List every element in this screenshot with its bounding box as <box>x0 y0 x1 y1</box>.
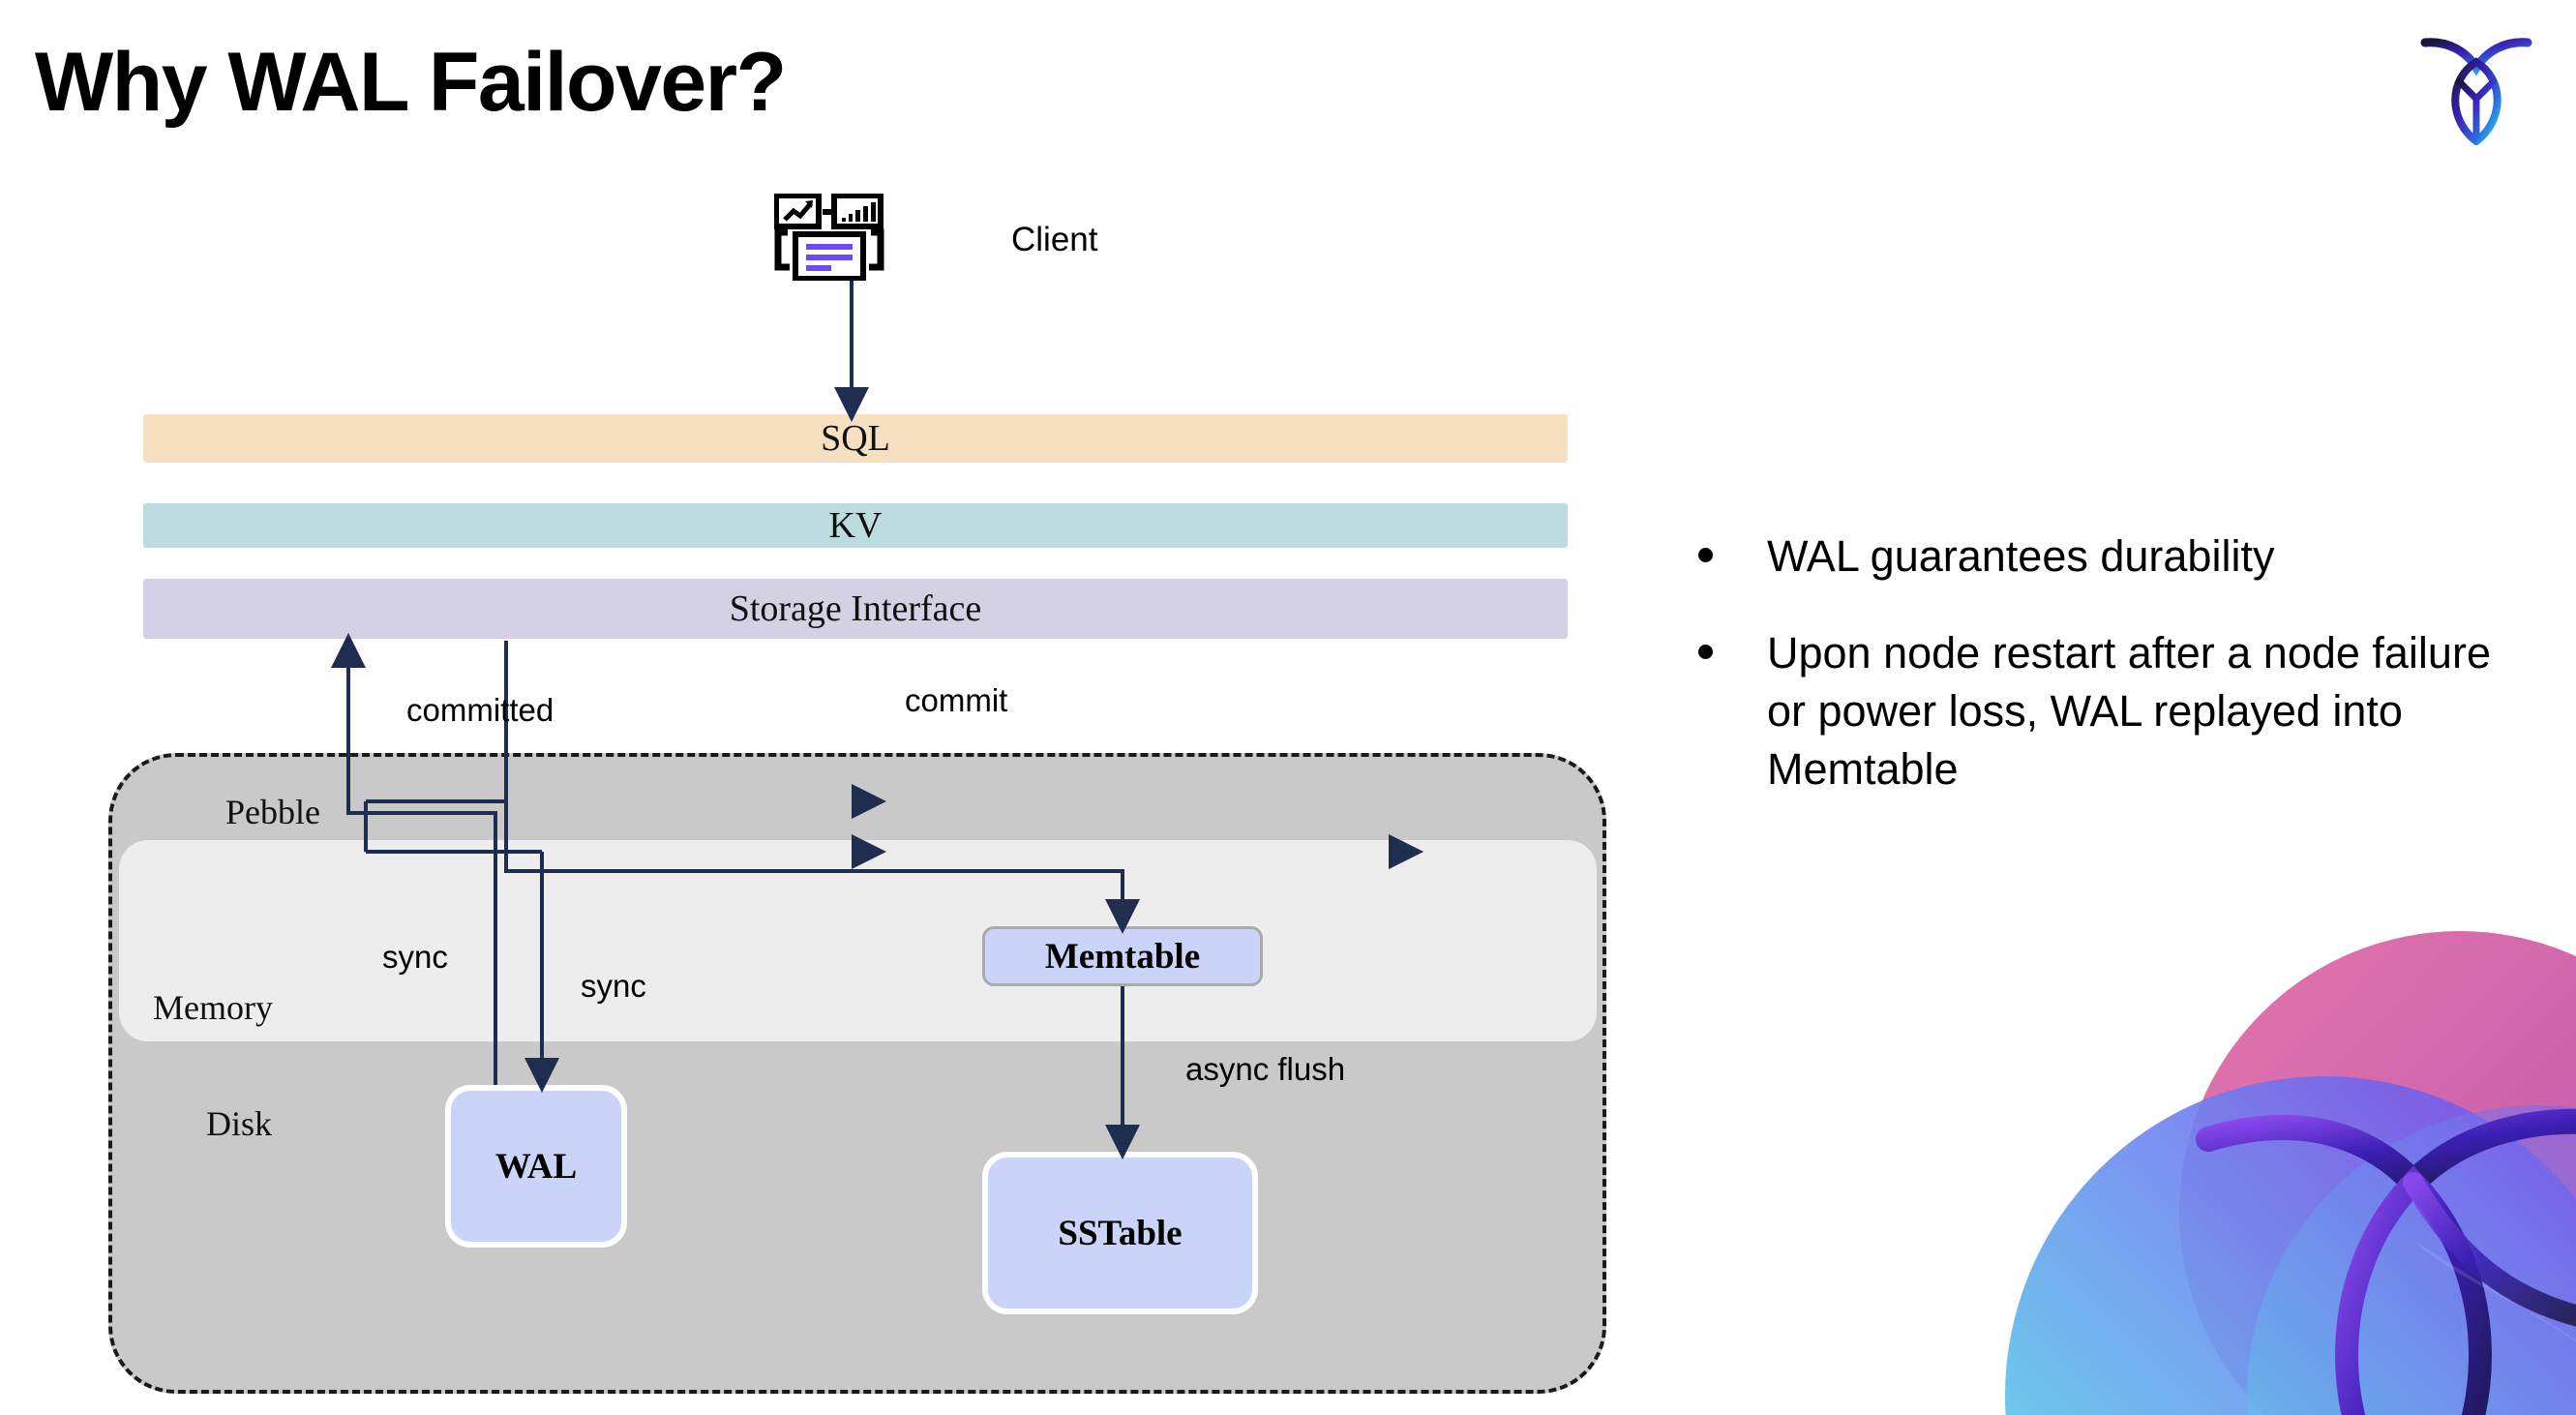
bullet-text: WAL guarantees durability <box>1767 531 2275 581</box>
bullet-text: Upon node restart after a node failure o… <box>1767 627 2491 794</box>
layer-bar-storage-interface: Storage Interface <box>143 579 1568 639</box>
edge-label-sync-2: sync <box>581 968 646 1004</box>
memory-label: Memory <box>153 988 273 1027</box>
list-item: Upon node restart after a node failure o… <box>1698 624 2501 798</box>
bullet-dot-icon <box>1698 644 1713 659</box>
diagram-arrows <box>331 281 1423 1159</box>
node-sstable: SSTable <box>982 1152 1258 1314</box>
layer-label-kv: KV <box>828 505 883 546</box>
decorative-logo-gradient-icon <box>2005 931 2576 1415</box>
edge-commit-stem <box>366 641 508 803</box>
edge-label-async-flush: async flush <box>1185 1051 1346 1087</box>
edge-label-committed: committed <box>406 692 554 728</box>
cockroach-labs-logo-icon <box>2420 38 2532 145</box>
edge-label-commit: commit <box>905 682 1008 718</box>
disk-label: Disk <box>206 1104 273 1143</box>
node-label-sstable: SSTable <box>1058 1213 1183 1253</box>
layer-bar-kv: KV <box>143 503 1568 548</box>
node-label-memtable: Memtable <box>1044 936 1201 977</box>
edge-label-sync-1: sync <box>382 939 448 975</box>
bullet-dot-icon <box>1698 548 1713 562</box>
page-title: Why WAL Failover? <box>35 36 787 129</box>
pebble-label: Pebble <box>225 793 320 831</box>
bullet-list: WAL guarantees durability Upon node rest… <box>1698 527 2501 836</box>
edge-committed <box>331 633 497 1085</box>
edge-commit-to-memtable <box>504 641 1140 934</box>
memory-container <box>119 840 1597 1041</box>
layer-label-sql: SQL <box>821 418 890 459</box>
node-label-wal: WAL <box>494 1146 578 1187</box>
client-dashboard-icon <box>774 194 884 281</box>
layer-label-storage-interface: Storage Interface <box>729 588 982 629</box>
layer-bar-sql: SQL <box>143 414 1568 463</box>
client-label: Client <box>1011 221 1098 258</box>
list-item: WAL guarantees durability <box>1698 527 2501 586</box>
